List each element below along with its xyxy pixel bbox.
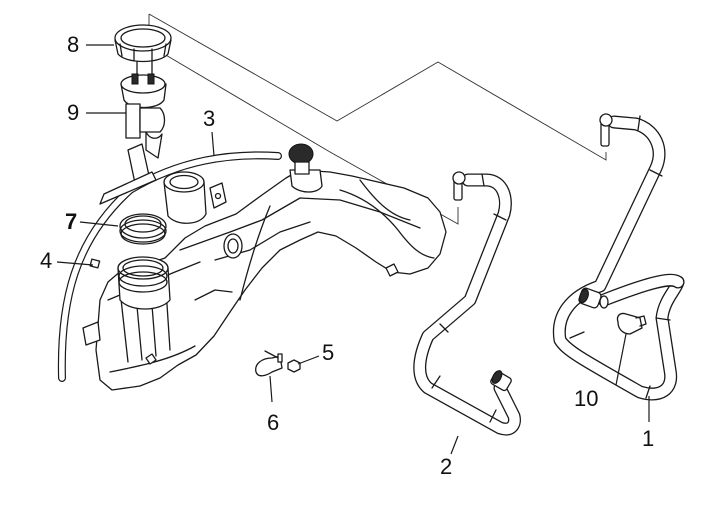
hose-middle xyxy=(413,171,521,436)
callout-4: 4 xyxy=(40,248,53,273)
lock-ring xyxy=(114,24,172,63)
callout-5: 5 xyxy=(322,340,335,365)
leader-5 xyxy=(297,355,320,365)
leader-7 xyxy=(79,221,119,227)
leader-4 xyxy=(56,261,94,266)
fuel-pump xyxy=(99,61,167,205)
callout-3: 3 xyxy=(203,106,216,131)
callout-10: 10 xyxy=(574,386,599,411)
leader-3 xyxy=(211,131,215,157)
callout-7: 7 xyxy=(65,209,78,234)
callout-9: 9 xyxy=(67,100,80,125)
pump-strainer xyxy=(99,171,157,205)
leader-lines xyxy=(56,44,650,455)
callout-8: 8 xyxy=(67,32,80,57)
tube-clip xyxy=(89,258,101,269)
reference-line-a xyxy=(148,13,607,161)
filler-cap xyxy=(288,143,323,193)
callout-2: 2 xyxy=(440,454,453,479)
fuel-tank xyxy=(82,169,447,391)
leader-2 xyxy=(450,435,459,455)
bracket-clamp xyxy=(255,350,283,377)
callout-1: 1 xyxy=(642,426,655,451)
hose-clamp xyxy=(616,312,647,335)
nut xyxy=(287,359,301,373)
seal-ring xyxy=(119,213,167,245)
tank-filler-neck xyxy=(117,256,171,310)
hose-right xyxy=(552,113,685,401)
callout-6: 6 xyxy=(267,410,280,435)
leader-10 xyxy=(615,333,627,386)
leader-6 xyxy=(269,375,273,403)
tank-upper-opening xyxy=(163,171,207,224)
